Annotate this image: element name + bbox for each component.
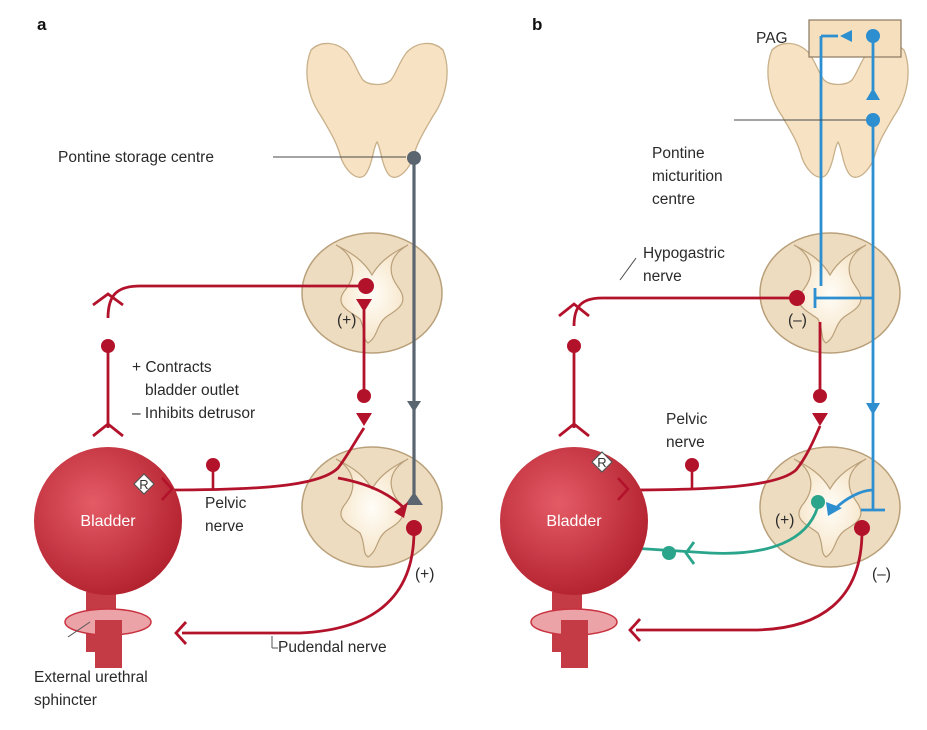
a-spinal-lower <box>301 446 443 568</box>
b-pmc-input-terminal <box>866 88 880 100</box>
a-pontine-storage-label: Pontine storage centre <box>58 149 214 166</box>
a-terminal-lower <box>394 502 408 518</box>
a-hypogastric-ganglion <box>101 339 115 353</box>
b-pag-cell <box>866 29 880 43</box>
a-sphincter-label-1: External urethral <box>34 669 148 686</box>
panel-b-letter: b <box>532 15 542 34</box>
b-brainstem <box>767 42 909 178</box>
b-pelvic-ganglion <box>685 458 699 472</box>
a-pelvic-label-1: Pelvic <box>205 495 247 512</box>
b-receptor-box <box>591 451 613 473</box>
a-interneuron-cell <box>357 389 371 403</box>
b-receptor-label: R <box>597 455 606 470</box>
b-pag-label: PAG <box>756 30 788 47</box>
panel-a-letter: a <box>37 15 47 34</box>
b-spinal-upper <box>759 232 901 354</box>
b-inhibitory-terminal <box>826 502 842 516</box>
a-legend-outlet: bladder outlet <box>145 382 240 399</box>
b-pudendal-motor-cell <box>854 520 870 536</box>
a-pudendal-nerve <box>174 530 416 649</box>
a-sphincter-label-2: sphincter <box>34 692 97 709</box>
a-plus-top: (+) <box>337 312 356 329</box>
a-bladder <box>34 447 182 668</box>
b-terminal-mid <box>812 413 828 426</box>
b-pmc-pathway <box>813 34 885 512</box>
b-pag-box <box>808 19 902 58</box>
b-pelvic-label-1: Pelvic <box>666 411 708 428</box>
b-bladder-label: Bladder <box>546 513 602 530</box>
b-afferent-cell <box>811 495 825 509</box>
a-legend-contracts: + Contracts <box>132 359 212 376</box>
a-pelvic-label-2: nerve <box>205 518 244 535</box>
b-minus-top: (–) <box>788 312 807 329</box>
b-pmc-label-2: micturition <box>652 168 723 185</box>
b-hypogastric-leader <box>619 257 637 281</box>
b-pmc-cell <box>866 113 880 127</box>
b-hypogastric-ganglion <box>567 339 581 353</box>
a-terminal-upper <box>356 299 372 312</box>
a-hypogastric-nerve <box>92 284 366 438</box>
a-legend-inhibits: – Inhibits detrusor <box>132 405 255 422</box>
a-pudendal-label: Pudendal nerve <box>278 639 387 656</box>
a-plus-bottom: (+) <box>415 566 434 583</box>
a-spinal-upper <box>301 232 443 354</box>
b-hypogastric-label-2: nerve <box>643 268 682 285</box>
b-hypogastric-cell <box>789 290 805 306</box>
a-sphincter-leader <box>67 621 91 638</box>
a-pudendal-motor-cell <box>406 520 422 536</box>
b-plus-bottom: (+) <box>775 512 794 529</box>
a-hypogastric-cell <box>358 278 374 294</box>
a-interneuron-chain <box>167 310 405 509</box>
b-afferent-ganglion <box>662 546 676 560</box>
b-interneuron-cell <box>813 389 827 403</box>
b-pudendal-nerve <box>628 530 864 642</box>
a-receptor-box <box>133 473 155 495</box>
a-bladder-label: Bladder <box>80 513 136 530</box>
b-pmc-label-3: centre <box>652 191 695 208</box>
b-hypogastric-label-1: Hypogastric <box>643 245 725 262</box>
a-terminal-mid <box>356 413 372 426</box>
b-pelvic-label-2: nerve <box>666 434 705 451</box>
a-storage-pathway <box>273 151 423 505</box>
b-minus-bottom: (–) <box>872 566 891 583</box>
b-hypogastric-nerve <box>558 296 822 492</box>
b-pmc-label-1: Pontine <box>652 145 705 162</box>
a-pelvic-ganglion <box>206 458 220 472</box>
b-bladder <box>500 447 648 668</box>
b-pag-terminal <box>840 30 852 42</box>
b-descending-terminal <box>866 403 880 415</box>
a-receptor-label: R <box>139 477 148 492</box>
